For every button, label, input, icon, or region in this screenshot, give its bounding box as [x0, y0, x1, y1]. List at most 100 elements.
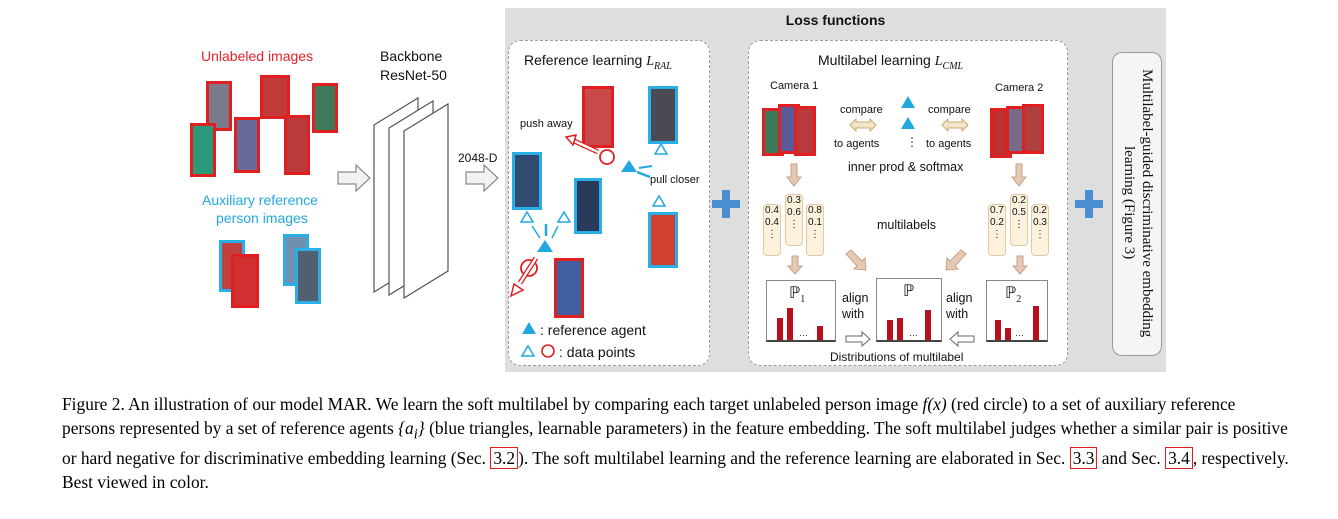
legend-data-triangle: [520, 344, 536, 357]
reference-agent-triangle: [901, 117, 915, 129]
unlabeled-person-image: [554, 258, 584, 318]
distribution-bar: [897, 318, 903, 340]
caption-math-ai-sub: i: [413, 426, 418, 443]
caption-math-ai-end: }: [417, 418, 425, 438]
reference-learning-title: Reference learning LRAL: [524, 52, 672, 72]
caption-text: (blue triangles, learnable parameters) i…: [62, 418, 1288, 469]
push-away-label: push away: [520, 118, 573, 130]
p1-subscript: 1: [800, 294, 806, 306]
multilabel-vector: 0.4 0.4 ⋮: [763, 204, 781, 256]
person-image: [234, 117, 260, 173]
reference-learning-text: Reference learning: [524, 52, 643, 68]
aux-person-image: [574, 178, 602, 234]
distribution-p2: ℙ2 …: [986, 280, 1048, 342]
camera1-images: [762, 100, 822, 160]
backbone-label: Backbone: [380, 48, 443, 64]
legend-points-label: : data points: [559, 344, 636, 360]
multilabel-vector: 0.7 0.2 ⋮: [988, 204, 1006, 256]
multilabel-guided-text: Multilabel-guided discriminative embeddi…: [1112, 52, 1160, 354]
aux-reference-label-line2: person images: [216, 210, 308, 226]
aux-person-image: [648, 212, 678, 268]
vertical-ellipsis-icon: ⋮: [906, 135, 918, 149]
multilabels-label: multilabels: [877, 218, 937, 232]
person-image: [794, 106, 816, 156]
distribution-p1: ℙ1 …: [766, 280, 836, 342]
caption-math-ai: {a: [398, 418, 414, 438]
camera2-label: Camera 2: [995, 82, 1044, 94]
distribution-bar: [925, 310, 931, 340]
down-arrow: [1010, 163, 1028, 187]
distribution-bar: [817, 326, 823, 340]
down-arrow: [786, 255, 804, 275]
pull-closer-arrow: [551, 225, 559, 239]
p2-symbol: ℙ: [1005, 285, 1017, 302]
person-image: [206, 81, 232, 131]
align-arrow-right: [845, 330, 871, 348]
align-arrow-left: [949, 330, 975, 348]
section-link-3-2[interactable]: 3.2: [490, 447, 519, 470]
distribution-p1-label: ℙ1: [789, 283, 805, 305]
section-link-3-3[interactable]: 3.3: [1069, 447, 1098, 470]
data-point-triangle: [519, 210, 535, 223]
unlabeled-image-collage: [190, 75, 350, 185]
multilabel-guided-box: [1112, 52, 1162, 356]
data-point-triangle: [556, 210, 572, 223]
reference-loss-symbol: L: [646, 54, 654, 69]
caption-text: , respectively. Best viewed in color.: [62, 448, 1289, 493]
compare-right-label: compare: [928, 104, 971, 116]
diagonal-arrow: [845, 249, 867, 271]
distribution-p2-label: ℙ2: [1005, 283, 1021, 305]
pull-closer-arrow: [638, 165, 653, 169]
person-image: [1022, 104, 1044, 154]
caption-text: and Sec.: [1097, 448, 1166, 469]
compare-left-label: compare: [840, 104, 883, 116]
aux-person-image: [512, 152, 542, 210]
person-image: [190, 123, 216, 177]
feature-dim-label: 2048-D: [458, 151, 498, 165]
reference-agent-triangle: [621, 160, 637, 172]
p1-symbol: ℙ: [789, 285, 801, 302]
unlabeled-person-image: [582, 86, 614, 148]
distribution-bar: [1033, 306, 1039, 340]
inner-prod-softmax-label: inner prod & softmax: [848, 160, 964, 174]
ellipsis-icon: …: [909, 328, 918, 338]
backbone-layer: [403, 102, 449, 300]
data-point-circle: [599, 149, 615, 165]
align-with-left-label: align with: [842, 291, 869, 321]
aux-reference-label-line1: Auxiliary reference: [202, 192, 318, 208]
distribution-p: ℙ …: [876, 278, 942, 342]
distributions-label: Distributions of multilabel: [830, 350, 964, 364]
backbone-model-label: ResNet-50: [380, 67, 447, 83]
unlabeled-images-label: Unlabeled images: [201, 48, 314, 64]
distribution-bar: [995, 320, 1001, 340]
down-arrow: [1011, 255, 1029, 275]
ellipsis-icon: …: [799, 328, 808, 338]
section-link-3-4[interactable]: 3.4: [1165, 447, 1193, 470]
caption-text: Figure 2. An illustration of our model M…: [62, 394, 923, 414]
caption-math-fx: f(x): [922, 394, 947, 414]
person-image: [260, 75, 290, 119]
arrow-into-backbone: [337, 163, 371, 193]
multilabel-loss-symbol: L: [934, 54, 943, 69]
p2-subscript: 2: [1016, 294, 1022, 306]
distribution-bar: [887, 320, 893, 340]
camera2-images: [990, 102, 1050, 162]
plus-icon: [1075, 190, 1103, 218]
reference-agent-triangle: [537, 240, 553, 252]
person-image: [295, 248, 321, 304]
compare-double-arrow-right: [941, 117, 969, 133]
data-point-triangle: [651, 194, 667, 207]
align-with-right-label: align with: [946, 291, 973, 321]
pull-closer-label: pull closer: [650, 174, 700, 186]
multilabel-learning-title: Multilabel learning LCML: [818, 52, 963, 72]
multilabel-vector: 0.2 0.5 ⋮: [1010, 194, 1028, 246]
push-away-arrow-upper: [564, 134, 600, 155]
pull-closer-arrow: [531, 225, 541, 239]
distribution-bar: [1005, 328, 1011, 340]
person-image: [284, 115, 310, 175]
distribution-p-label: ℙ: [903, 283, 915, 300]
plus-icon: [712, 190, 740, 218]
to-agents-right-label: to agents: [926, 138, 972, 150]
